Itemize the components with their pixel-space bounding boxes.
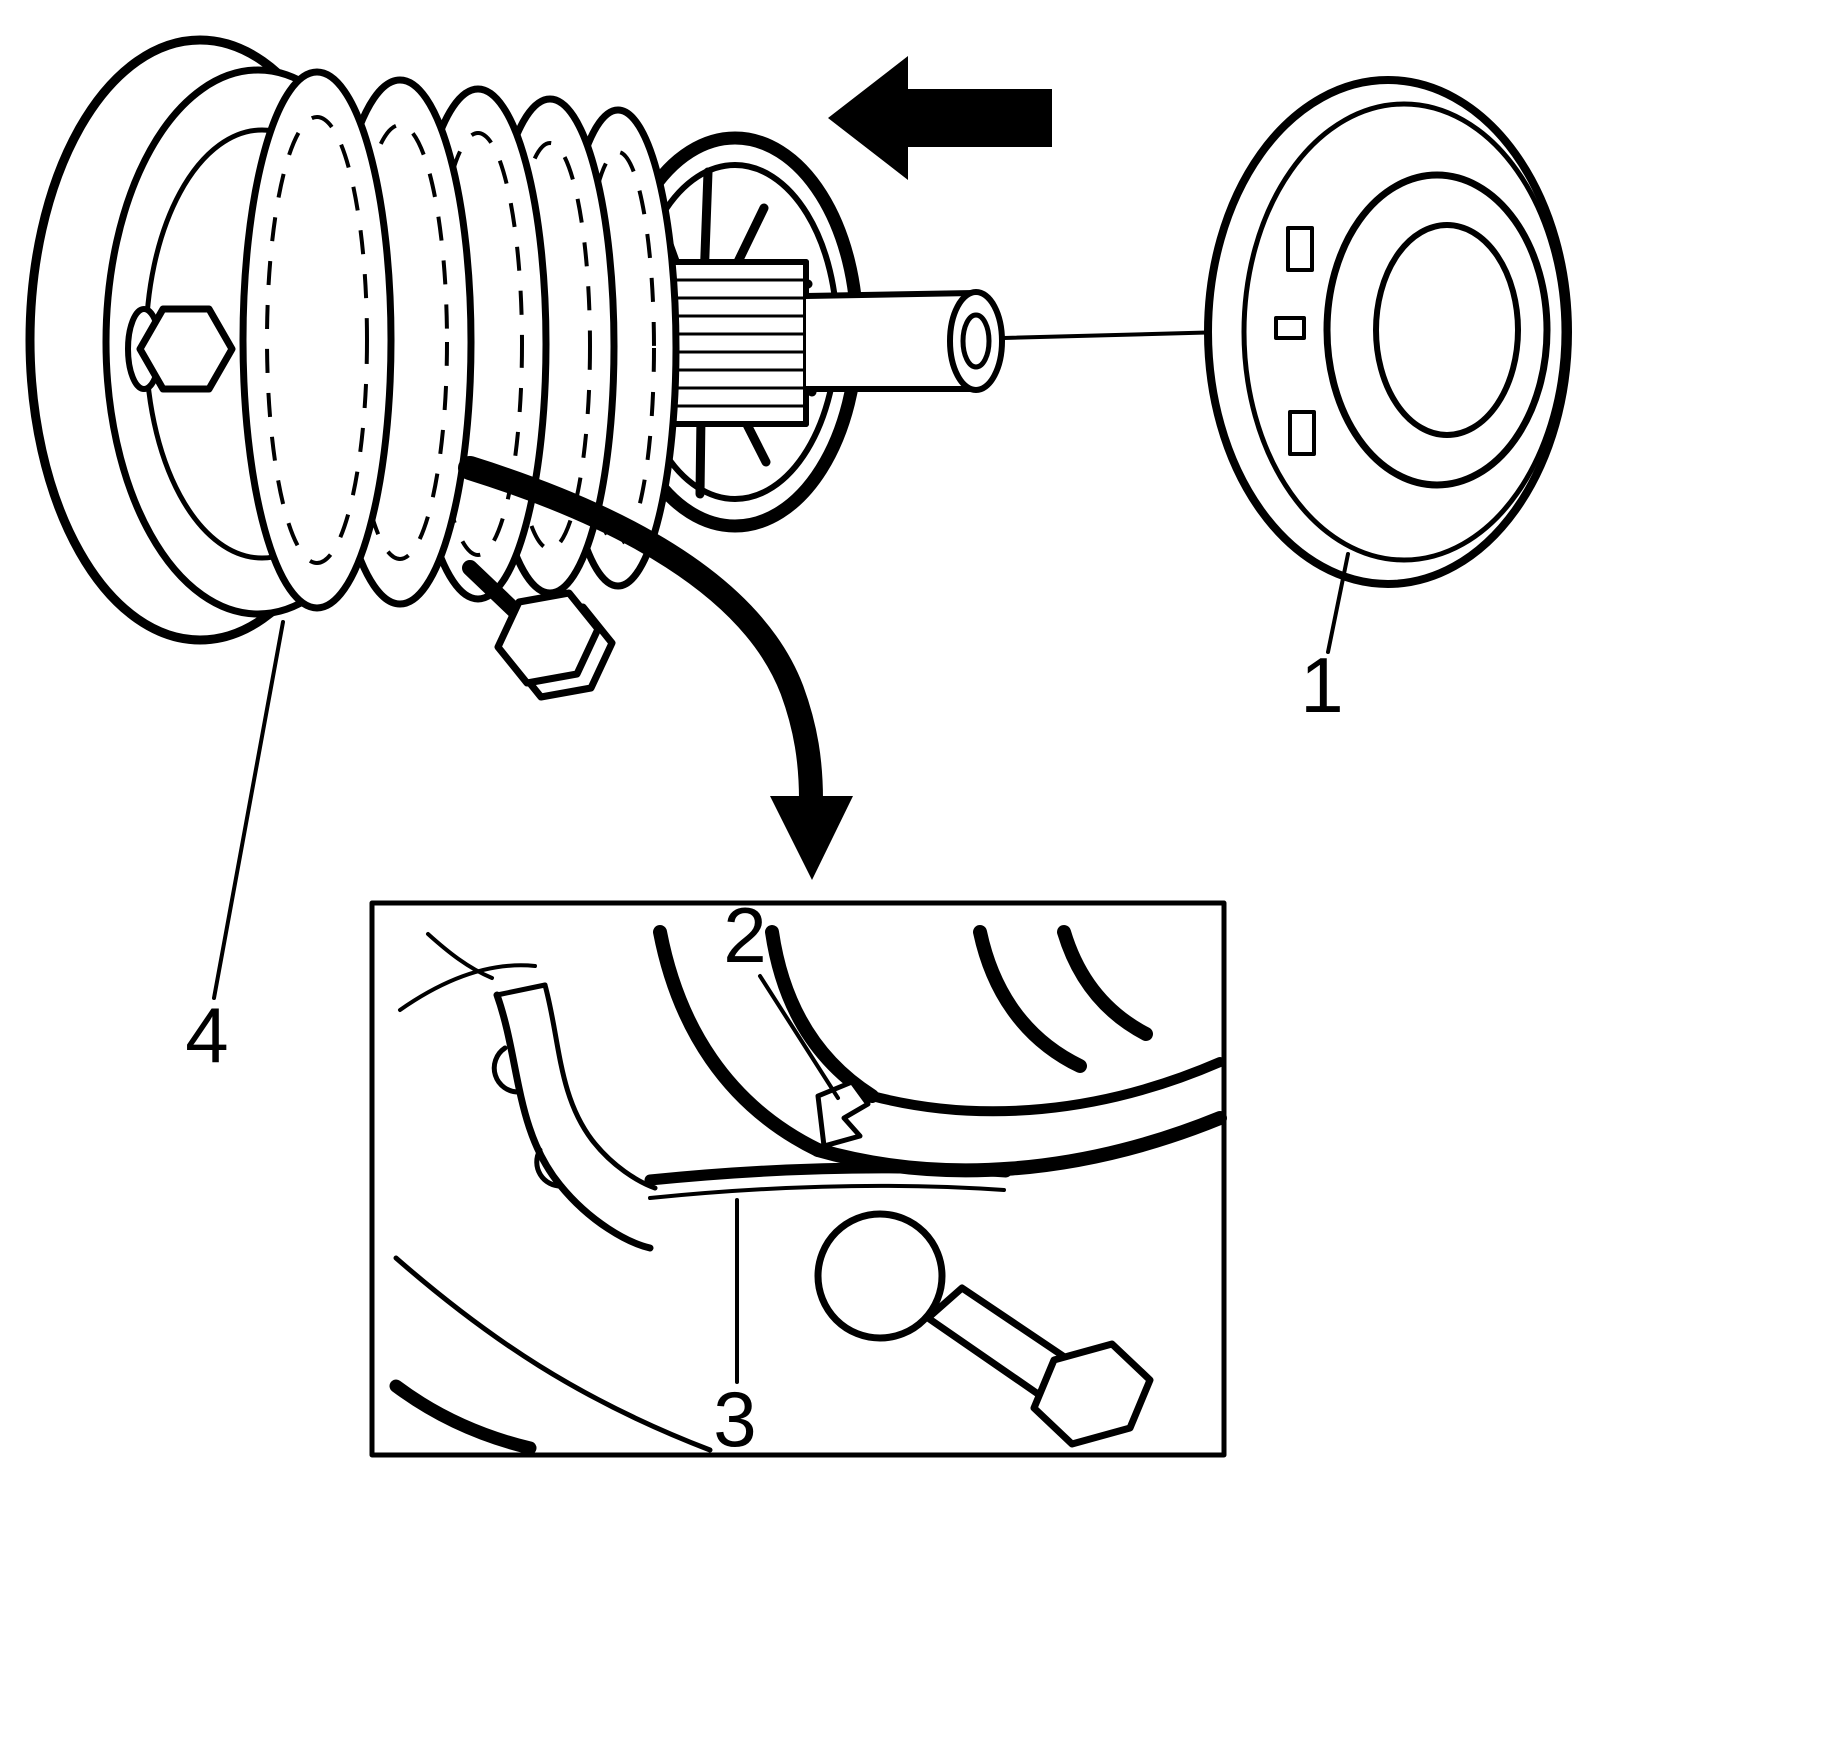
dust-cover-notch-mid	[1274, 316, 1306, 340]
inset-context-curve	[389, 1379, 537, 1455]
inset-ball	[814, 1210, 946, 1342]
stub-shaft-fill	[806, 293, 974, 389]
clamp-bolt-neck	[462, 560, 522, 618]
curved-arrow-head	[770, 796, 853, 880]
curved-down-arrow-icon	[458, 456, 853, 880]
boot-rib-contour	[265, 115, 369, 565]
spline-body-fill	[656, 262, 806, 424]
inset-context-curve	[393, 1255, 713, 1453]
detail-inset: 2 3	[369, 891, 1227, 1463]
dust-cover	[1204, 76, 1572, 588]
inset-context-curve	[398, 963, 537, 1012]
boot-rib	[239, 68, 395, 612]
dust-cover-rim-edge	[1241, 101, 1567, 563]
stub-shaft-bore	[960, 312, 992, 370]
inset-context-curve	[426, 932, 494, 980]
callout-3-label: 3	[713, 1375, 756, 1463]
callout-2-label: 2	[723, 891, 766, 979]
inset-clamp-latch	[815, 1079, 871, 1149]
flange-bolt-hex-head	[136, 305, 236, 393]
dust-cover-notch-bottom	[1288, 410, 1316, 456]
callout-4-label: 4	[185, 991, 228, 1079]
boot-clamp-bolt	[462, 560, 616, 701]
dust-cover-notch-top	[1286, 226, 1314, 272]
spline-ridges	[656, 278, 806, 408]
inset-ball-stud-tool	[814, 1210, 1154, 1448]
stub-shaft-top	[803, 290, 977, 299]
boot-rib-contour	[508, 141, 592, 551]
callout-1-leader-line	[1326, 552, 1350, 654]
cv-boot	[239, 68, 680, 612]
left-arrow-icon	[828, 56, 1052, 180]
callout-1-label: 1	[1300, 641, 1343, 729]
callout-2-leader-line	[758, 974, 840, 1100]
dust-cover-bore	[1373, 222, 1521, 438]
callout-4-leader-line	[212, 620, 285, 1000]
inset-hex-head	[1030, 1340, 1154, 1448]
inset-boot-ribs	[653, 925, 1227, 1178]
clamp-bolt-hex-front	[494, 589, 602, 687]
flange-bolt	[125, 305, 236, 393]
curved-arrow-shaft	[458, 456, 823, 812]
inset-clamp-band	[644, 1162, 1012, 1200]
inset-boot-edge-section	[491, 982, 658, 1252]
